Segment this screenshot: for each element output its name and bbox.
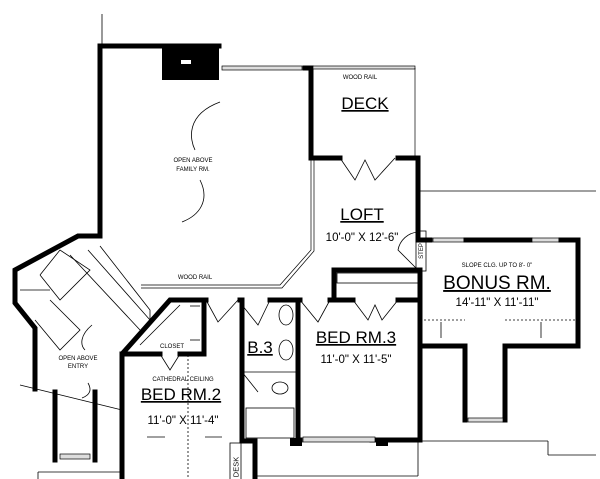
family-open-line1: OPEN ABOVE [173, 158, 212, 164]
bed-2-dims: 11'-0" X 11'-4" [148, 415, 219, 427]
context-lines [19, 14, 596, 479]
window [221, 65, 303, 71]
family-rail-label: WOOD RAIL [178, 275, 213, 281]
deck-walls [302, 65, 421, 243]
bath-3-label: B.3 [247, 338, 273, 357]
bed-2-label: BED RM.2 [141, 385, 221, 404]
deck-label: DECK [341, 94, 389, 113]
family-room-walls [97, 43, 315, 289]
bed-3-dims: 11'-0" X 11'-5" [321, 354, 392, 366]
step-label: STEP [419, 243, 425, 259]
bed-room-3-walls [290, 267, 423, 446]
stair-walls [12, 233, 151, 463]
bifold-door [339, 157, 396, 181]
family-open-line2: FAMILY RM. [176, 167, 210, 173]
bonus-dims: 14'-11" X 11'-11" [456, 297, 539, 309]
entry-open-line2: ENTRY [68, 364, 88, 370]
desk-label: DESK [232, 457, 241, 477]
closet-label: CLOSET [160, 344, 184, 350]
deck-rail-label: WOOD RAIL [343, 75, 378, 81]
loft-dims: 10'-0" X 12'-6" [326, 232, 399, 244]
bed-2-note: CATHEDRAL CEILING [152, 377, 214, 383]
desk [229, 442, 242, 479]
bed-3-label: BED RM.3 [316, 328, 396, 347]
entry-open-line1: OPEN ABOVE [58, 356, 97, 362]
bonus-label: BONUS RM. [443, 273, 551, 294]
bed-room-2-walls [119, 297, 258, 479]
bonus-note: SLOPE CLG. UP TO 8'- 0" [462, 263, 533, 269]
bonus-room-walls [397, 230, 581, 423]
loft-label: LOFT [340, 205, 383, 224]
